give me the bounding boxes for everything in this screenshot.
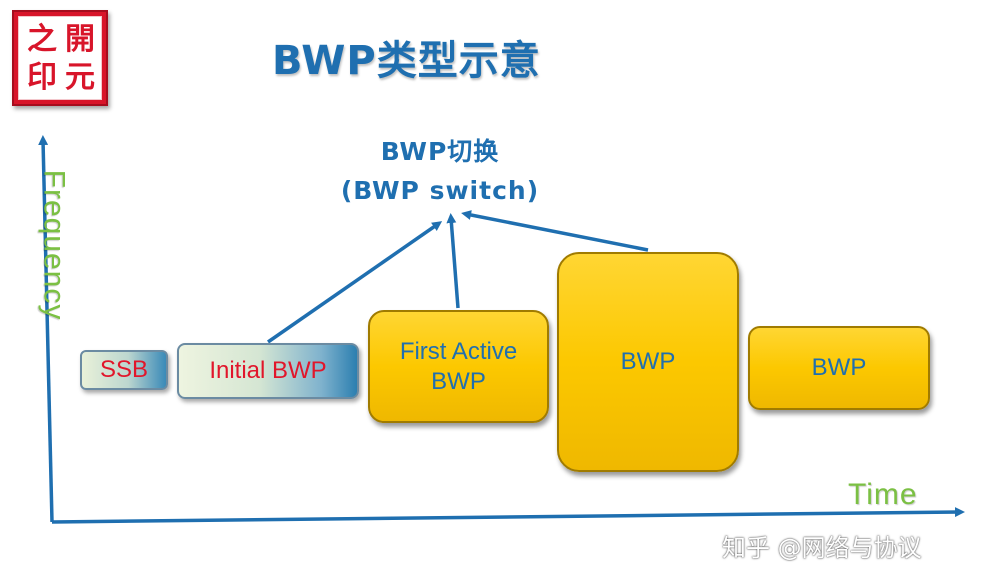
- switch-arrow-from-initial: [267, 221, 443, 344]
- first-active-bwp-label: First Active BWP: [399, 337, 518, 395]
- bwp-right-label: BWP: [811, 354, 867, 381]
- x-axis: [51, 507, 965, 524]
- initial-bwp-block: Initial BWP: [177, 343, 359, 399]
- ssb-block: SSB: [80, 350, 168, 390]
- watermark: 知乎 @网络与协议: [722, 534, 922, 562]
- y-axis: [38, 135, 54, 523]
- switch-arrow-from-bwp: [461, 210, 649, 252]
- y-axis-label: Frequency: [37, 169, 71, 321]
- seal-char: 開: [65, 22, 95, 57]
- seal-char: 之: [27, 22, 57, 57]
- seal-char: 印: [27, 60, 57, 95]
- bwp-switch-label-en: (BWP switch): [340, 176, 540, 205]
- seal-char: 元: [65, 60, 95, 95]
- first-active-bwp-block: First Active BWP: [368, 310, 549, 423]
- switch-arrow-from-first-active: [446, 213, 460, 309]
- seal-logo: 之 開 印 元: [12, 10, 108, 106]
- page-title: BWP类型示意: [272, 38, 541, 84]
- bwp-switch-label-zh: BWP切换: [380, 137, 500, 166]
- x-axis-label: Time: [848, 478, 918, 511]
- ssb-label: SSB: [99, 356, 149, 383]
- bwp-block-large: BWP: [557, 252, 739, 472]
- bwp-large-label: BWP: [620, 348, 676, 375]
- initial-bwp-label: Initial BWP: [209, 357, 327, 384]
- bwp-block-right: BWP: [748, 326, 930, 410]
